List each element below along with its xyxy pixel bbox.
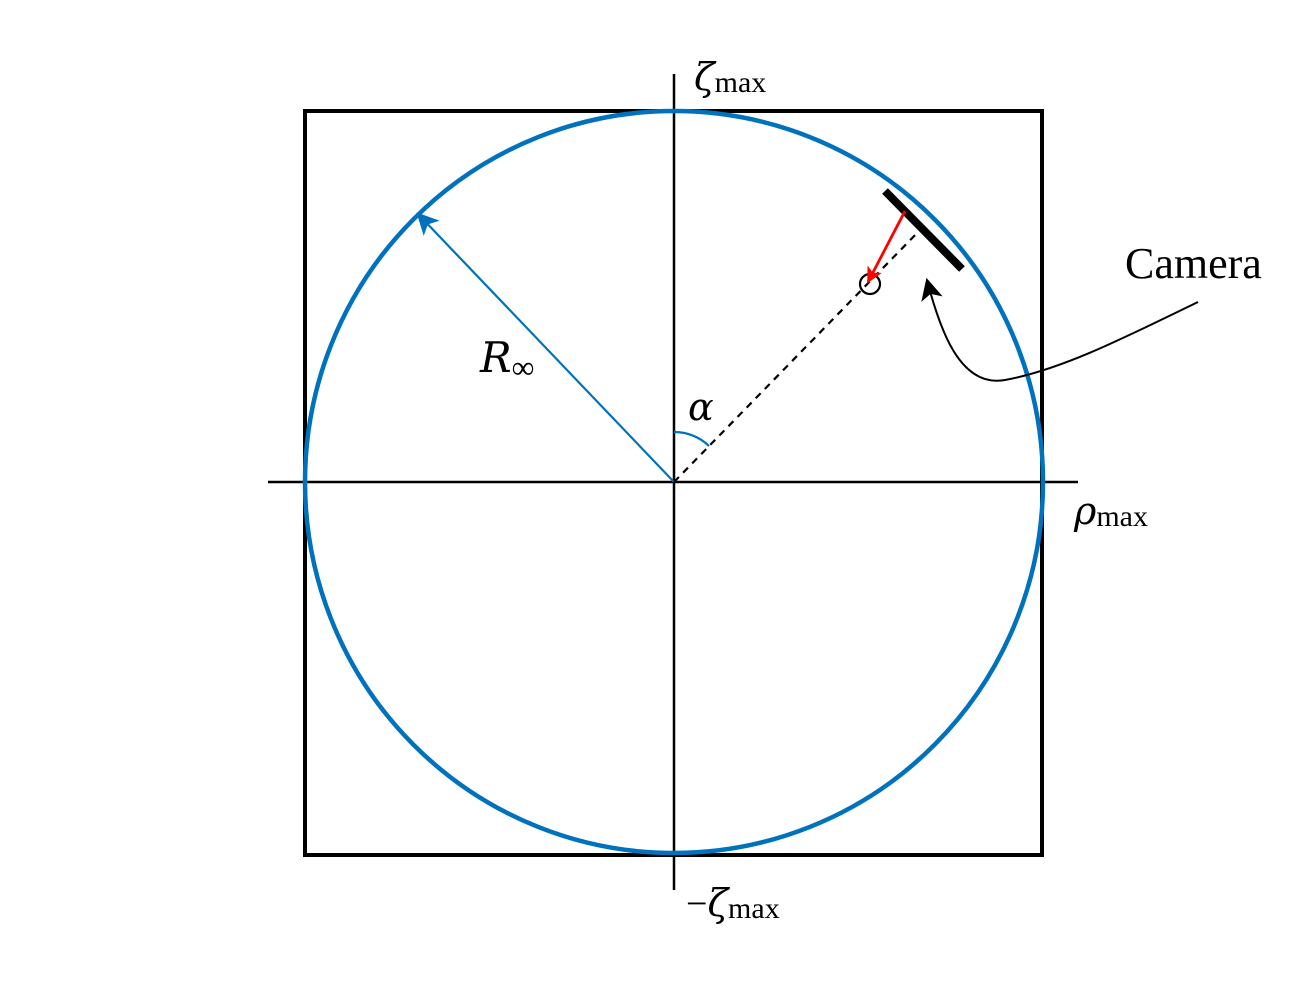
- radius-arrow: [416, 212, 675, 483]
- zeta-max-label: ζmax: [694, 55, 766, 99]
- neg-zeta-max-label: −ζmax: [686, 881, 780, 925]
- angle-label: α: [688, 385, 714, 429]
- rho-max-label: ρmax: [1073, 489, 1148, 533]
- angle-arc: [673, 430, 710, 447]
- camera-label: Camera: [1125, 239, 1262, 288]
- radius-label: R∞: [479, 333, 534, 385]
- line-of-sight: [673, 227, 923, 483]
- view-direction-arrow: [866, 210, 907, 284]
- camera-sensor: [882, 188, 965, 272]
- boundary-circle: [302, 108, 1046, 856]
- camera-callout-arrow: [921, 277, 1199, 382]
